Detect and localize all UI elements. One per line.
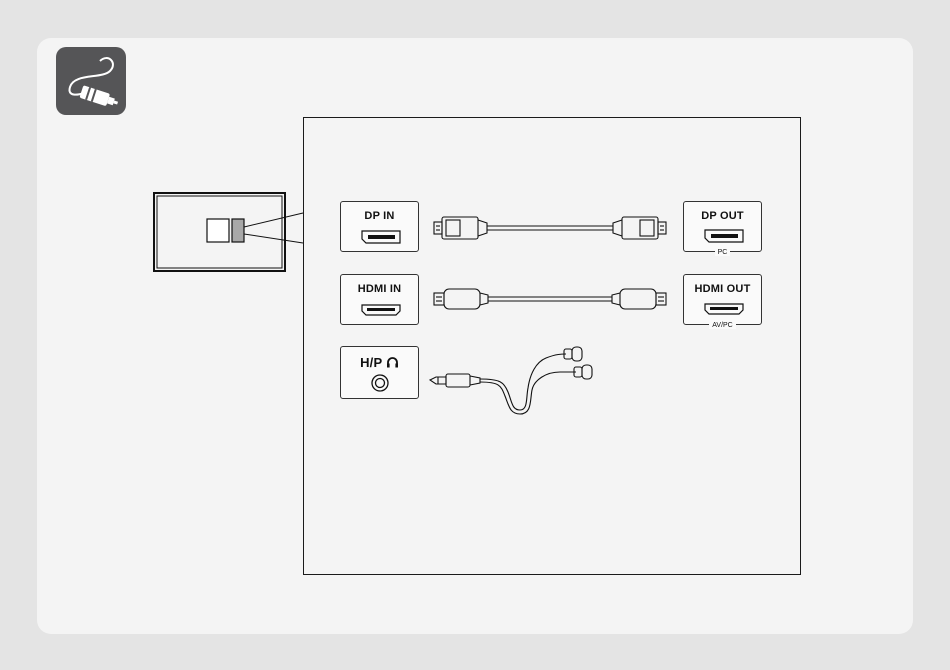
headphone-cable: [430, 347, 592, 414]
hdmi-cable: [434, 289, 666, 309]
displayport-cable: [434, 217, 666, 239]
